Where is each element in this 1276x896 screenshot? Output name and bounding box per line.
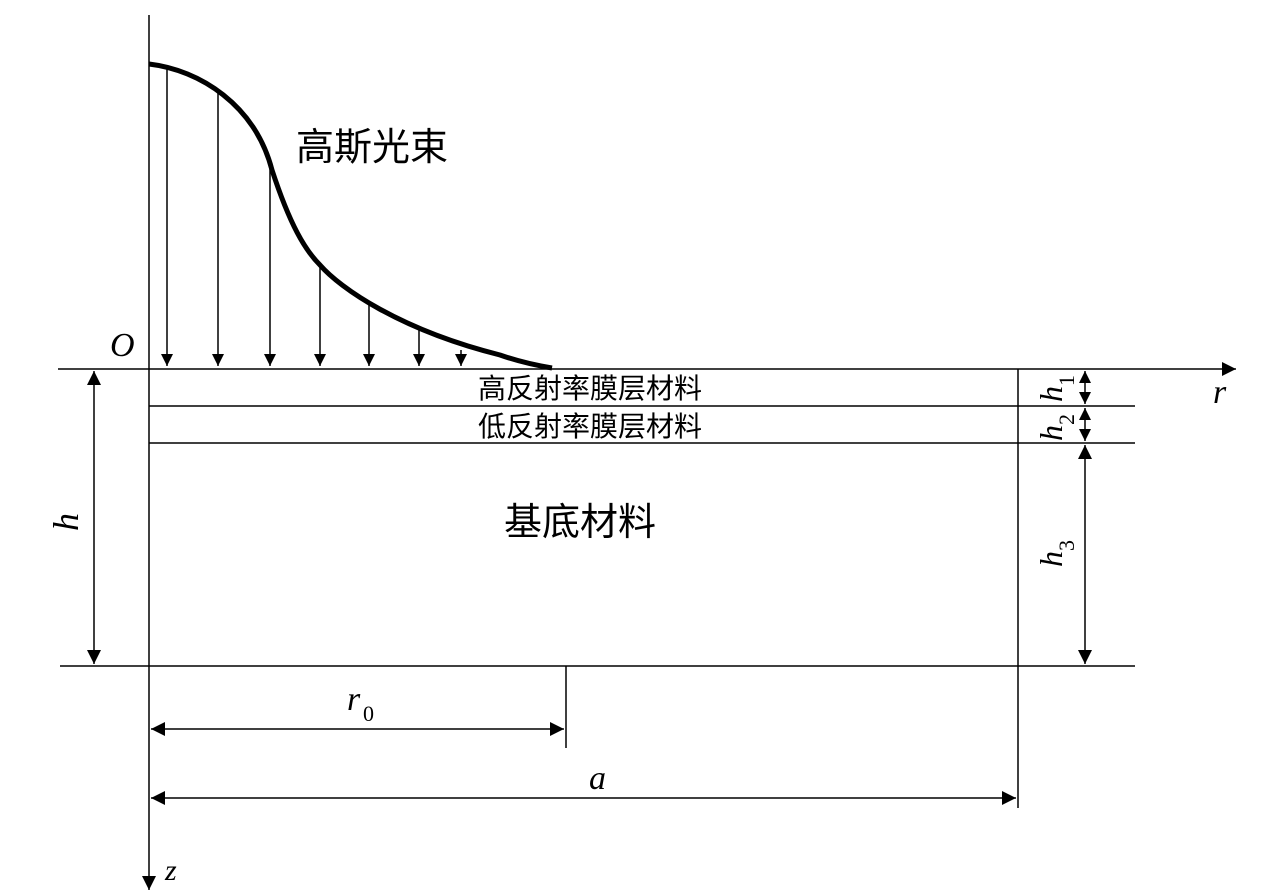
svg-text:1: 1: [1054, 375, 1079, 386]
r-axis-label: r: [1213, 374, 1227, 411]
svg-text:3: 3: [1054, 540, 1079, 551]
h2-label: h 2: [1033, 414, 1079, 441]
svg-text:0: 0: [363, 701, 374, 726]
a-label: a: [589, 760, 606, 797]
h1-label: h 1: [1033, 375, 1079, 402]
gaussian-profile-curve: [148, 61, 553, 371]
layer-low-label: 低反射率膜层材料: [478, 410, 702, 443]
svg-text:h: h: [1033, 425, 1069, 441]
r0-label: r 0: [347, 681, 374, 726]
h3-label: h 3: [1033, 540, 1079, 567]
h-label: h: [46, 513, 86, 531]
svg-text:h: h: [1033, 551, 1069, 567]
layer-high-label: 高反射率膜层材料: [478, 372, 702, 405]
origin-label: O: [110, 327, 135, 364]
svg-text:h: h: [46, 513, 86, 531]
z-axis-label: z: [164, 854, 177, 887]
svg-text:2: 2: [1054, 414, 1079, 425]
svg-text:h: h: [1033, 386, 1069, 402]
substrate-label: 基底材料: [504, 500, 656, 544]
svg-text:r: r: [347, 681, 361, 718]
beam-label: 高斯光束: [296, 125, 448, 169]
